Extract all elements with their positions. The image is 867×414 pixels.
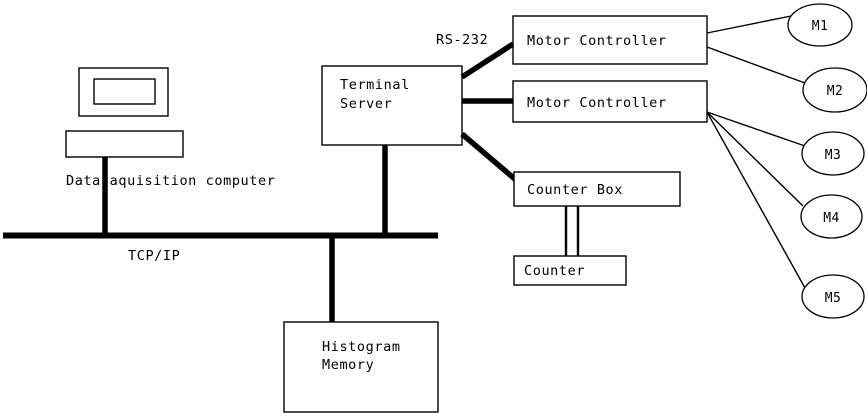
motor-3-ellipse (801, 131, 865, 176)
counter-label: Counter (524, 263, 585, 279)
motor-controller-2-box (512, 80, 708, 123)
link-motor-controller-1-to-motor-2 (706, 46, 806, 84)
computer-base-unit (65, 130, 184, 158)
motor-2-ellipse (802, 67, 867, 113)
label-rs232: RS-232 (436, 32, 488, 48)
terminal-server-box (321, 65, 463, 146)
motor-1-ellipse (787, 3, 853, 47)
node-motor-2[interactable]: M2 (802, 67, 867, 113)
label-tcpip: TCP/IP (128, 248, 180, 264)
terminal-server-label-line1: Terminal (340, 77, 410, 93)
counter-rect (513, 255, 627, 286)
motor-3-label: M3 (825, 148, 841, 163)
histogram-memory-label-line2: Memory (322, 357, 374, 373)
histogram-memory-box (283, 321, 439, 413)
motor-1-label: M1 (812, 19, 828, 34)
link-motor-controller-2-to-motor-5 (706, 111, 806, 289)
motor-controller-1-label: Motor Controller (527, 33, 667, 49)
node-counter-box[interactable]: Counter Box (513, 171, 681, 207)
link-motor-controller-1-to-motor-1 (706, 15, 792, 34)
counter-box-label: Counter Box (527, 182, 623, 198)
motor-4-label: M4 (823, 211, 839, 226)
node-motor-4[interactable]: M4 (800, 194, 863, 239)
node-terminal-server[interactable]: Terminal Server (321, 65, 463, 146)
motor-controller-2-label: Motor Controller (527, 95, 667, 111)
link-motor-controller-2-to-motor-4 (706, 111, 804, 207)
link-motor-controller-2-to-motor-3 (706, 111, 806, 147)
node-motor-controller-1[interactable]: Motor Controller (512, 15, 708, 65)
node-motor-controller-2[interactable]: Motor Controller (512, 80, 708, 123)
motor-2-label: M2 (827, 84, 843, 99)
node-motor-5[interactable]: M5 (801, 274, 865, 319)
node-motor-1[interactable]: M1 (787, 3, 853, 47)
label-data-acquisition-computer: Data aquisition computer (66, 173, 275, 189)
counter-box-rect (513, 171, 681, 207)
node-histogram-memory[interactable]: Histogram Memory (283, 321, 439, 413)
node-motor-3[interactable]: M3 (801, 131, 865, 176)
motor-5-label: M5 (825, 291, 841, 306)
node-counter[interactable]: Counter (513, 255, 627, 286)
motor-4-ellipse (800, 194, 863, 239)
link-terminal-server-to-motor-controller-1 (460, 41, 515, 80)
motor-5-ellipse (801, 274, 865, 319)
link-terminal-server-to-counter-box (460, 131, 518, 183)
motor-controller-1-box (512, 15, 708, 65)
node-data-acquisition-computer[interactable] (65, 67, 184, 158)
monitor-screen (93, 78, 156, 105)
terminal-server-label-line2: Server (340, 96, 392, 112)
histogram-memory-label-line1: Histogram (322, 339, 401, 355)
